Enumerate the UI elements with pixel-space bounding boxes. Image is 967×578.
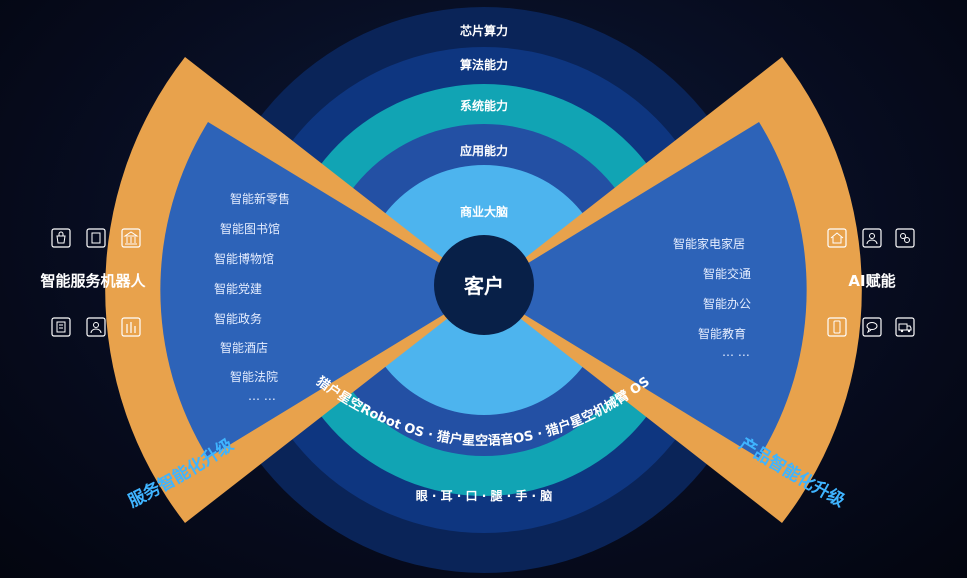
house-icon [827,228,847,248]
center-label: 客户 [463,274,504,298]
government-icon [51,317,71,337]
left-item: 智能党建 [214,281,262,296]
ring-label-chip: 芯片算力 [460,23,508,38]
museum-icon [121,228,141,248]
person-icon [86,317,106,337]
shopping-bag-icon [51,228,71,248]
right-item: 智能交通 [703,266,751,281]
left-item: 智能图书馆 [220,221,280,236]
center-circle [434,235,534,335]
left-item: 智能政务 [214,311,262,326]
chat-icon [862,317,882,337]
senses-line: 眼 · 耳 · 口 · 腿 · 手 · 脑 [416,488,553,503]
right-item: 智能家电家居 [673,236,745,251]
left-title: 智能服务机器人 [40,272,146,290]
right-wing [484,122,807,458]
hotel-icon [121,317,141,337]
book-icon [86,228,106,248]
user-icon [862,228,882,248]
ring-label-application: 应用能力 [460,143,508,158]
phone-icon [827,317,847,337]
right-item: 智能教育 [698,326,746,341]
left-item: 智能博物馆 [214,251,274,266]
left-item: … … [248,389,276,403]
right-item: 智能办公 [703,296,751,311]
ring-label-algorithm: 算法能力 [460,57,508,72]
ring-label-system: 系统能力 [460,98,508,113]
left-item: 智能新零售 [230,191,290,206]
network-icon [895,228,915,248]
right-item: … … [722,345,750,359]
left-item: 智能酒店 [220,340,268,355]
right-title: AI赋能 [848,272,895,290]
ring-label-business-brain: 商业大脑 [460,204,508,219]
left-wing [160,122,484,458]
truck-icon [895,317,915,337]
left-item: 智能法院 [230,369,278,384]
